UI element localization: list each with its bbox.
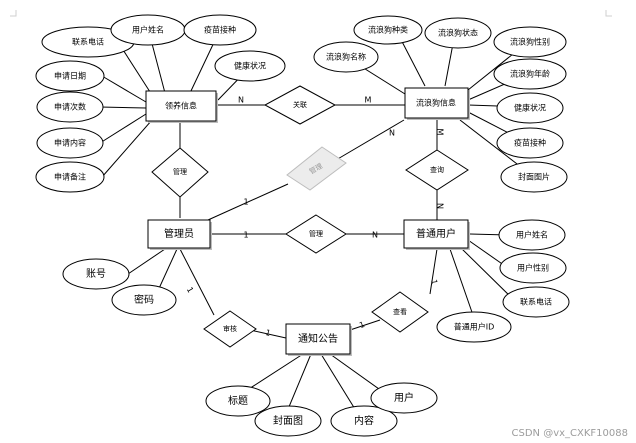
attr-stray-vaccine[interactable]: 疫苗接种 xyxy=(183,14,257,46)
card-review-top: 1 xyxy=(185,286,195,295)
watermark-text: CSDN @vx_CXKF10088 xyxy=(512,428,628,439)
card-review-bottom: 1 xyxy=(264,328,271,338)
relation-label: 审核 xyxy=(223,324,237,333)
attr-label: 封面图 xyxy=(273,414,303,427)
attr-label: 封面图片 xyxy=(518,172,550,182)
attr-label: 联系电话 xyxy=(72,37,104,47)
cardinality-labels: N M N 1 M N 1 N 1 1 1 1 xyxy=(185,96,445,339)
attr-label: 联系电话 xyxy=(520,297,552,307)
attr-label: 普通用户ID xyxy=(454,322,495,332)
card-associate-right: M xyxy=(365,96,372,105)
attr-label: 密码 xyxy=(134,293,154,306)
relation-label: 管理 xyxy=(309,229,323,238)
attr-label: 申请备注 xyxy=(54,172,86,182)
attr-label: 申请日期 xyxy=(54,71,86,81)
entity-label: 通知公告 xyxy=(298,332,338,345)
card-manage-center-top: N xyxy=(389,129,395,138)
card-view-top: 1 xyxy=(429,279,439,286)
attr-stray-apply-note[interactable]: 申请备注 xyxy=(35,161,105,193)
entity-normal-user[interactable]: 普通用户 xyxy=(403,219,470,250)
attr-dog-status[interactable]: 流浪狗状态 xyxy=(424,17,492,49)
attr-dog-health[interactable]: 健康状况 xyxy=(496,92,564,124)
attr-stray-health[interactable]: 健康状况 xyxy=(214,50,286,82)
attr-label: 流浪狗状态 xyxy=(438,28,478,38)
attr-notice-user[interactable]: 用户 xyxy=(370,382,438,414)
relation-label: 关联 xyxy=(293,100,307,109)
relation-view[interactable]: 查看 xyxy=(371,291,429,333)
attr-label: 流浪狗种类 xyxy=(368,25,408,35)
card-manage-user-right: N xyxy=(372,231,378,240)
page-corner-mark xyxy=(10,10,17,17)
attr-label: 疫苗接种 xyxy=(204,25,236,35)
relation-label: 管理 xyxy=(173,167,187,176)
attr-label: 用户姓名 xyxy=(516,230,548,240)
entity-label: 管理员 xyxy=(164,227,194,240)
relation-manage-center[interactable]: 管理 xyxy=(286,146,347,191)
attr-label: 疫苗接种 xyxy=(514,138,546,148)
attr-label: 流浪狗性别 xyxy=(510,37,550,47)
relation-review[interactable]: 审核 xyxy=(203,310,257,348)
attr-dog-gender[interactable]: 流浪狗性别 xyxy=(493,26,567,58)
attr-label: 流浪狗年龄 xyxy=(510,69,550,79)
attr-user-name[interactable]: 用户姓名 xyxy=(498,219,566,251)
entity-stray-info[interactable]: 领养信息 xyxy=(145,90,218,123)
attr-admin-password[interactable]: 密码 xyxy=(111,284,177,316)
attr-stray-apply-count[interactable]: 申请次数 xyxy=(36,91,104,123)
card-manage-user-left: 1 xyxy=(243,231,248,240)
relation-query[interactable]: 查询 xyxy=(405,149,469,191)
card-query-bottom: N xyxy=(436,203,445,209)
attr-dog-age[interactable]: 流浪狗年龄 xyxy=(493,58,567,90)
attr-label: 用户性别 xyxy=(517,263,549,273)
relation-manage-user[interactable]: 管理 xyxy=(285,214,347,254)
entity-label: 流浪狗信息 xyxy=(416,98,456,108)
attr-dog-cover[interactable]: 封面图片 xyxy=(500,161,568,193)
attr-notice-title[interactable]: 标题 xyxy=(205,385,271,417)
attr-admin-account[interactable]: 账号 xyxy=(62,258,130,290)
attr-dog-type[interactable]: 流浪狗种类 xyxy=(353,15,423,45)
attr-label: 健康状况 xyxy=(514,103,546,113)
attr-label: 流浪狗名称 xyxy=(326,52,366,62)
relation-manage-left[interactable]: 管理 xyxy=(151,147,209,198)
attr-label: 账号 xyxy=(86,268,106,280)
attr-dog-vaccine[interactable]: 疫苗接种 xyxy=(496,127,564,159)
attr-label: 内容 xyxy=(354,414,374,427)
card-view-bottom: 1 xyxy=(358,320,366,330)
attr-notice-content[interactable]: 内容 xyxy=(330,405,398,437)
entity-label: 领养信息 xyxy=(165,101,197,111)
relation-associate[interactable]: 关联 xyxy=(263,85,337,125)
attr-stray-user-name[interactable]: 用户姓名 xyxy=(110,14,186,46)
attr-label: 用户 xyxy=(394,391,414,404)
page-corner-mark xyxy=(605,10,612,17)
entity-admin[interactable]: 管理员 xyxy=(147,219,212,250)
attr-user-phone[interactable]: 联系电话 xyxy=(502,286,570,318)
entity-stray-animal-info[interactable]: 流浪狗信息 xyxy=(404,87,470,120)
card-manage-center-bottom: 1 xyxy=(243,198,248,207)
card-query-top: M xyxy=(436,129,445,136)
attr-label: 健康状况 xyxy=(234,61,266,71)
attr-label: 用户姓名 xyxy=(132,25,164,35)
entity-label: 普通用户 xyxy=(416,227,456,240)
attr-label: 申请内容 xyxy=(54,138,86,148)
relation-label: 查询 xyxy=(430,165,444,174)
attr-user-gender[interactable]: 用户性别 xyxy=(499,252,567,284)
attr-dog-name[interactable]: 流浪狗名称 xyxy=(313,41,379,73)
attr-label: 申请次数 xyxy=(54,102,86,112)
relation-label: 查看 xyxy=(393,307,407,316)
attr-notice-cover[interactable]: 封面图 xyxy=(254,405,322,437)
attr-user-id[interactable]: 普通用户ID xyxy=(436,311,512,343)
attr-stray-apply-date[interactable]: 申请日期 xyxy=(35,60,105,92)
entity-notice[interactable]: 通知公告 xyxy=(285,323,352,356)
attr-stray-apply-content[interactable]: 申请内容 xyxy=(36,127,104,159)
attr-label: 标题 xyxy=(228,395,248,407)
card-associate-left: N xyxy=(238,96,244,105)
